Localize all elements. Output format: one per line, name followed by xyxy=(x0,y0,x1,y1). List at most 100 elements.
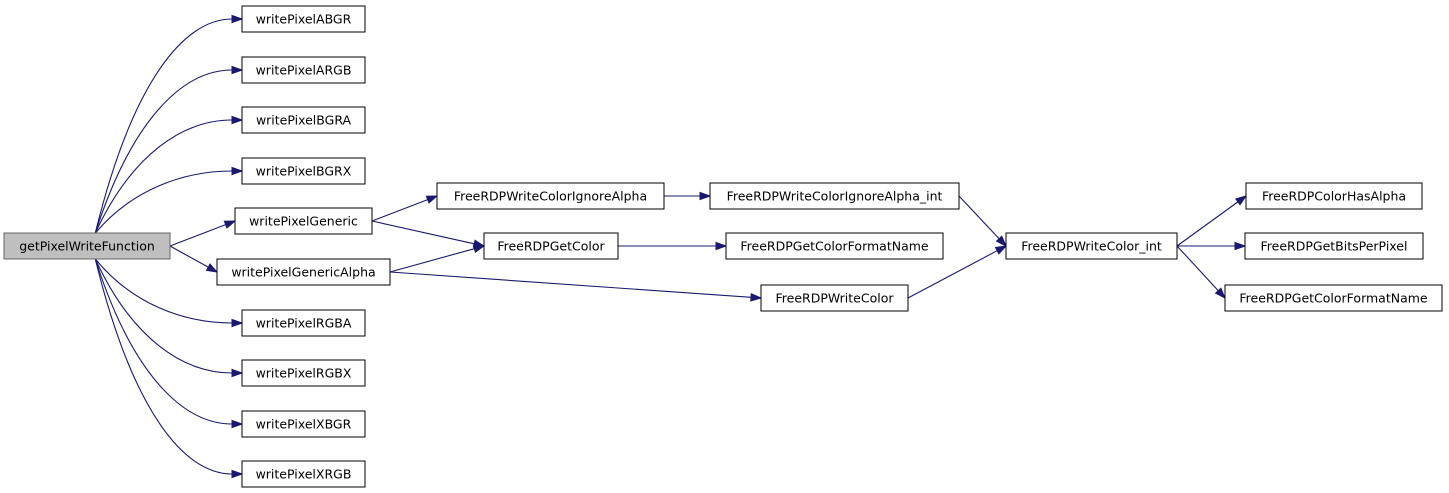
node-label: writePixelBGRX xyxy=(256,164,352,179)
node-label: writePixelRGBX xyxy=(256,366,352,381)
node-free-rdpwrite-color-ignore-alpha-int[interactable]: FreeRDPWriteColorIgnoreAlpha_int xyxy=(709,182,960,210)
arrowhead-get-pixel-write-function-to-write-pixel-argb xyxy=(231,65,244,75)
node-write-pixel-argb[interactable]: writePixelARGB xyxy=(241,56,366,84)
node-box xyxy=(1224,284,1443,312)
node-write-pixel-xrgb[interactable]: writePixelXRGB xyxy=(241,460,366,488)
node-label: getPixelWriteFunction xyxy=(19,239,155,254)
arrowhead-free-rdpwrite-color-int-to-free-rdpcolor-has-alpha xyxy=(1234,195,1248,206)
edge-get-pixel-write-function-to-write-pixel-rgba xyxy=(94,258,233,324)
node-box xyxy=(241,5,366,33)
node-label: writePixelABGR xyxy=(256,12,352,27)
node-free-rdpwrite-color-int[interactable]: FreeRDPWriteColor_int xyxy=(1005,232,1178,260)
node-free-rdpget-color-format-name-2[interactable]: FreeRDPGetColorFormatName xyxy=(1224,284,1443,312)
nodes-layer: getPixelWriteFunction writePixelABGR write… xyxy=(3,5,1443,488)
node-write-pixel-abgr[interactable]: writePixelABGR xyxy=(241,5,366,33)
edge-get-pixel-write-function-to-write-pixel-generic-alpha xyxy=(169,245,209,268)
arrowhead-get-pixel-write-function-to-write-pixel-xrgb xyxy=(231,469,244,479)
node-label: writePixelGenericAlpha xyxy=(231,265,375,280)
node-box xyxy=(234,207,373,235)
edge-write-pixel-generic-to-free-rdpget-color xyxy=(371,220,475,245)
node-label: FreeRDPWriteColorIgnoreAlpha_int xyxy=(727,189,943,204)
node-box xyxy=(241,460,366,488)
edge-get-pixel-write-function-to-write-pixel-rgbx xyxy=(94,258,233,374)
edge-get-pixel-write-function-to-write-pixel-xbgr xyxy=(94,258,233,425)
node-label: FreeRDPWriteColor_int xyxy=(1021,239,1162,254)
arrowhead-get-pixel-write-function-to-write-pixel-rgbx xyxy=(231,368,244,378)
node-box xyxy=(436,182,665,210)
arrowhead-free-rdpget-color-to-free-rdpget-color-format-name-1 xyxy=(715,241,728,251)
arrowhead-get-pixel-write-function-to-write-pixel-bgra xyxy=(231,115,244,125)
edges-layer xyxy=(94,14,1248,479)
node-label: FreeRDPGetColor xyxy=(497,239,605,254)
edge-free-rdpwrite-color-int-to-free-rdpcolor-has-alpha xyxy=(1176,201,1239,247)
node-box xyxy=(3,232,171,260)
edge-get-pixel-write-function-to-write-pixel-bgra xyxy=(94,119,233,234)
node-write-pixel-bgrx[interactable]: writePixelBGRX xyxy=(241,157,366,185)
edge-free-rdpwrite-color-to-free-rdpwrite-color-int xyxy=(907,250,998,299)
node-write-pixel-rgbx[interactable]: writePixelRGBX xyxy=(241,359,366,387)
node-free-rdpget-color[interactable]: FreeRDPGetColor xyxy=(483,232,619,260)
node-box xyxy=(241,157,366,185)
edge-get-pixel-write-function-to-write-pixel-xrgb xyxy=(94,258,233,475)
node-box xyxy=(241,56,366,84)
node-write-pixel-rgba[interactable]: writePixelRGBA xyxy=(241,309,366,337)
arrowhead-get-pixel-write-function-to-write-pixel-bgrx xyxy=(231,166,244,176)
node-write-pixel-generic-alpha[interactable]: writePixelGenericAlpha xyxy=(216,258,391,286)
node-box xyxy=(709,182,960,210)
edge-free-rdpwrite-color-ignore-alpha-int-to-free-rdpwrite-color-int xyxy=(958,195,1000,240)
node-box xyxy=(216,258,391,286)
node-write-pixel-generic[interactable]: writePixelGeneric xyxy=(234,207,373,235)
node-box xyxy=(725,232,944,260)
arrowhead-write-pixel-generic-alpha-to-free-rdpget-color xyxy=(472,244,486,253)
node-label: writePixelXBGR xyxy=(256,417,352,432)
node-box xyxy=(241,309,366,337)
node-label: FreeRDPGetBitsPerPixel xyxy=(1261,239,1408,254)
node-box xyxy=(241,359,366,387)
node-box xyxy=(1005,232,1178,260)
node-write-pixel-xbgr[interactable]: writePixelXBGR xyxy=(241,410,366,438)
edge-get-pixel-write-function-to-write-pixel-generic xyxy=(169,224,226,247)
node-label: FreeRDPWriteColor xyxy=(775,291,894,306)
node-label: FreeRDPGetColorFormatName xyxy=(1239,291,1428,306)
edge-get-pixel-write-function-to-write-pixel-bgrx xyxy=(94,170,233,234)
arrowhead-write-pixel-generic-to-free-rdpwrite-color-ignore-alpha xyxy=(425,195,439,204)
node-write-pixel-bgra[interactable]: writePixelBGRA xyxy=(241,106,366,134)
node-box xyxy=(1245,182,1423,210)
arrowhead-free-rdpwrite-color-int-to-free-rdpget-bits-per-pixel xyxy=(1234,241,1247,251)
arrowhead-get-pixel-write-function-to-write-pixel-generic xyxy=(223,220,237,229)
node-label: writePixelGeneric xyxy=(249,214,358,229)
node-label: FreeRDPGetColorFormatName xyxy=(740,239,929,254)
arrowhead-free-rdpwrite-color-ignore-alpha-to-free-rdpwrite-color-ignore-alpha-int xyxy=(699,191,712,201)
arrowhead-get-pixel-write-function-to-write-pixel-generic-alpha xyxy=(205,263,219,273)
node-label: writePixelBGRA xyxy=(256,113,352,128)
node-label: writePixelARGB xyxy=(256,63,352,78)
node-label: FreeRDPWriteColorIgnoreAlpha xyxy=(454,189,647,204)
node-box xyxy=(241,410,366,438)
arrowhead-free-rdpwrite-color-to-free-rdpwrite-color-int xyxy=(994,245,1008,255)
node-box xyxy=(760,284,909,312)
node-box xyxy=(1244,232,1424,260)
arrowhead-free-rdpwrite-color-int-to-free-rdpget-color-format-name-2 xyxy=(1214,287,1227,300)
node-box xyxy=(241,106,366,134)
edge-get-pixel-write-function-to-write-pixel-abgr xyxy=(94,18,233,234)
node-free-rdpwrite-color-ignore-alpha[interactable]: FreeRDPWriteColorIgnoreAlpha xyxy=(436,182,665,210)
edge-write-pixel-generic-to-free-rdpwrite-color-ignore-alpha xyxy=(371,199,428,222)
edge-write-pixel-generic-alpha-to-free-rdpwrite-color xyxy=(389,271,752,298)
node-label: FreeRDPColorHasAlpha xyxy=(1262,189,1406,204)
edge-write-pixel-generic-alpha-to-free-rdpget-color xyxy=(389,248,475,273)
node-label: writePixelXRGB xyxy=(256,467,352,482)
node-free-rdpget-bits-per-pixel[interactable]: FreeRDPGetBitsPerPixel xyxy=(1244,232,1424,260)
edge-free-rdpwrite-color-int-to-free-rdpget-color-format-name-2 xyxy=(1176,245,1219,292)
node-label: writePixelRGBA xyxy=(256,316,352,331)
node-get-pixel-write-function: getPixelWriteFunction xyxy=(3,232,171,260)
arrowhead-get-pixel-write-function-to-write-pixel-abgr xyxy=(231,14,244,24)
edge-get-pixel-write-function-to-write-pixel-argb xyxy=(94,69,233,234)
node-box xyxy=(483,232,619,260)
arrowhead-write-pixel-generic-alpha-to-free-rdpwrite-color xyxy=(750,292,763,302)
node-free-rdpcolor-has-alpha[interactable]: FreeRDPColorHasAlpha xyxy=(1245,182,1423,210)
node-free-rdpwrite-color[interactable]: FreeRDPWriteColor xyxy=(760,284,909,312)
arrowhead-get-pixel-write-function-to-write-pixel-xbgr xyxy=(231,419,244,429)
arrowhead-get-pixel-write-function-to-write-pixel-rgba xyxy=(231,318,244,328)
node-free-rdpget-color-format-name-1[interactable]: FreeRDPGetColorFormatName xyxy=(725,232,944,260)
